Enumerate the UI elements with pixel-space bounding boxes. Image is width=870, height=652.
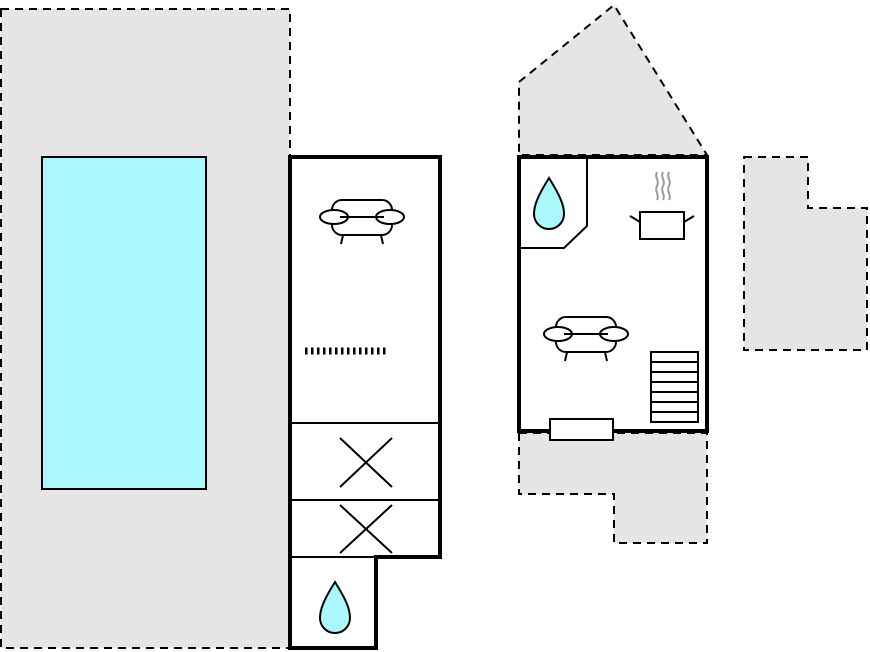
- bed-icon: [339, 437, 393, 488]
- terrace-roof-triangle: [518, 3, 709, 156]
- swimming-pool: [41, 156, 207, 490]
- terrace-bottom: [518, 432, 708, 544]
- sofa-icon: [543, 316, 629, 362]
- cooking-pot-icon: [629, 171, 695, 240]
- water-drop-icon: [318, 580, 352, 634]
- water-drop-icon: [532, 176, 566, 230]
- bed-icon: [339, 504, 393, 554]
- staircase-icon: [650, 351, 699, 423]
- window-icon: [549, 418, 614, 441]
- terrace-right: [743, 156, 868, 351]
- bathroom-partition: [519, 157, 588, 249]
- sofa-icon: [319, 199, 405, 245]
